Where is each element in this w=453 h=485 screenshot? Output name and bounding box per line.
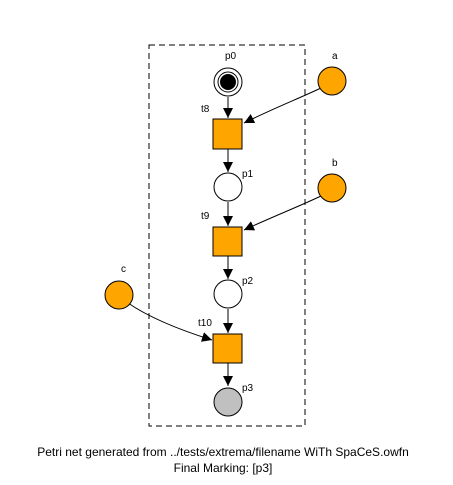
place-label-p0: p0	[225, 51, 237, 62]
place-label-p1: p1	[242, 169, 254, 180]
place-p2	[213, 279, 243, 309]
transition-t9	[212, 226, 243, 257]
interface-place-b	[317, 173, 347, 203]
place-p3	[213, 387, 243, 417]
place-p1	[213, 172, 243, 202]
net-boundary	[148, 44, 306, 427]
transition-label-t9: t9	[201, 211, 210, 222]
place-label-c: c	[121, 264, 126, 275]
arc-c-t10	[127, 302, 213, 342]
place-label-p3: p3	[242, 383, 254, 394]
interface-place-a	[317, 66, 347, 96]
transition-t8	[212, 118, 243, 150]
caption-line-2: Final Marking: [p3]	[174, 461, 273, 475]
interface-place-c	[104, 280, 134, 310]
token-icon	[220, 74, 236, 90]
transition-t10	[212, 333, 243, 364]
arc-b-t9	[243, 195, 322, 231]
arc-a-t8	[243, 87, 322, 124]
transition-label-t8: t8	[201, 104, 210, 115]
place-p0	[213, 67, 243, 97]
caption-line-1: Petri net generated from ../tests/extrem…	[37, 445, 409, 459]
place-label-b: b	[332, 158, 338, 169]
place-label-p2: p2	[242, 276, 254, 287]
transition-label-t10: t10	[198, 318, 212, 329]
place-label-a: a	[332, 51, 338, 62]
